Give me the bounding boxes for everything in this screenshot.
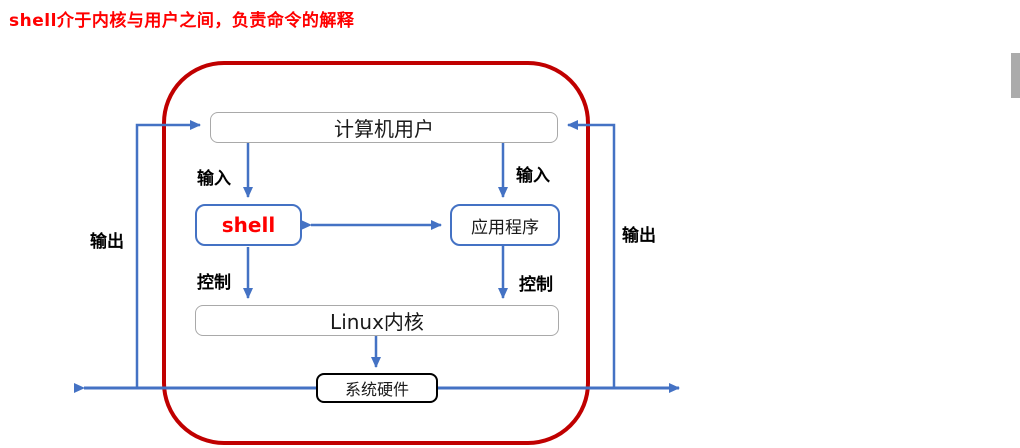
- label-control-left: 控制: [197, 273, 231, 293]
- arrow-output-right-to-user: [567, 120, 616, 388]
- arrow-output-left-to-user: [135, 120, 201, 388]
- slide-title: shell介于内核与用户之间，负责命令的解释: [9, 11, 355, 31]
- node-system-hardware: 系统硬件: [316, 373, 438, 403]
- label-output-right: 输出: [622, 226, 656, 246]
- label-control-right: 控制: [519, 275, 553, 295]
- node-linux-kernel: Linux内核: [195, 305, 559, 336]
- label-input-right: 输入: [516, 166, 550, 186]
- node-application: 应用程序: [450, 204, 560, 246]
- os-boundary-outline: [162, 61, 590, 445]
- node-computer-user: 计算机用户: [210, 112, 558, 143]
- label-input-left: 输入: [197, 169, 231, 189]
- vertical-scrollbar-thumb[interactable]: [1011, 53, 1020, 98]
- node-shell: shell: [195, 204, 302, 246]
- label-output-left: 输出: [90, 232, 124, 252]
